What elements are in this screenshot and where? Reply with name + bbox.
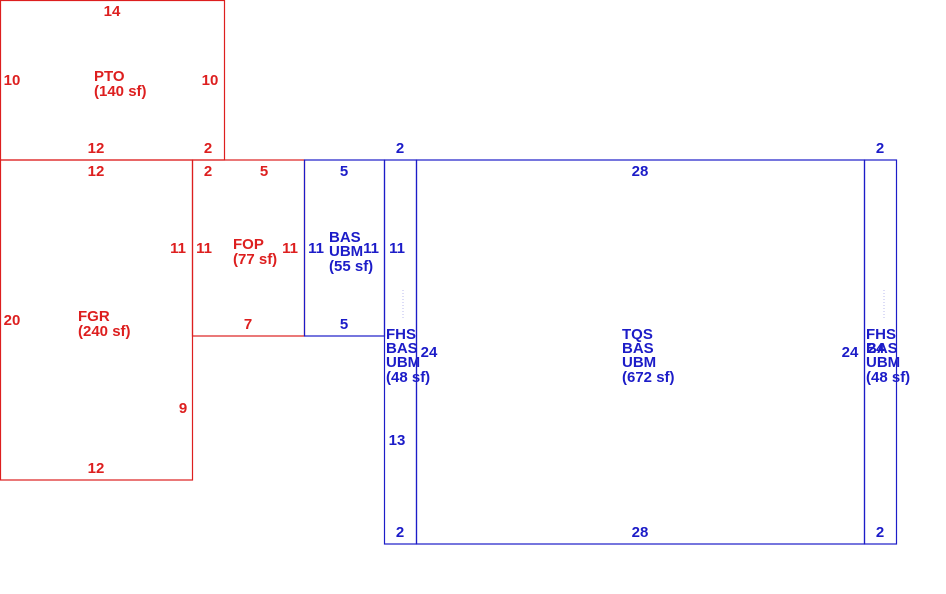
area-label-bas-small: BAS UBM (55 sf): [329, 229, 373, 275]
area-label-pto: PTO (140 sf): [94, 68, 147, 100]
dim-pto-bottom-right: 2: [204, 140, 212, 157]
dim-fop-right: 11: [282, 240, 298, 257]
dim-fop-top-left: 2: [204, 163, 212, 180]
dim-fgr-top: 12: [88, 163, 105, 180]
dim-fhs-left-top: 2: [396, 140, 404, 157]
dim-bas-top: 5: [340, 163, 348, 180]
dim-tqs-top: 28: [632, 163, 649, 180]
dim-pto-bottom: 12: [88, 140, 105, 157]
fhs-right-outline: [863, 159, 898, 545]
dim-fop-bottom: 7: [244, 316, 252, 333]
area-label-fhs-left: FHS BAS UBM (48 sf): [386, 326, 430, 386]
dim-fgr-left: 20: [4, 312, 21, 329]
dim-fgr-right-upper: 11: [170, 240, 186, 257]
area-label-fgr: FGR (240 sf): [78, 308, 131, 340]
area-label-tqs: TQS BAS UBM (672 sf): [622, 326, 675, 386]
dim-pto-left: 10: [4, 72, 21, 89]
dim-bas-right: 11: [363, 240, 379, 257]
dim-fhs-left-upper: 11: [389, 240, 405, 257]
dim-fop-left: 11: [196, 240, 212, 257]
dim-fhs-right-bottom: 2: [876, 524, 884, 541]
dim-fgr-right-lower: 9: [179, 400, 187, 417]
dim-bas-left: 11: [308, 240, 324, 257]
dim-tqs-bottom: 28: [632, 524, 649, 541]
dim-fop-top: 5: [260, 163, 268, 180]
dim-pto-top: 14: [104, 3, 121, 20]
dim-pto-right: 10: [202, 72, 219, 89]
dim-fhs-left-lower: 13: [389, 432, 406, 449]
dim-bas-bottom: 5: [340, 316, 348, 333]
dim-fhs-left-mid: 24: [421, 344, 438, 361]
dim-fgr-bottom: 12: [88, 460, 105, 477]
dim-fhs-right-top: 2: [876, 140, 884, 157]
area-label-fop: FOP (77 sf): [233, 236, 277, 268]
area-label-fhs-right: FHS BAS UBM (48 sf): [866, 326, 910, 386]
dim-fhs-right-mid: 24: [868, 340, 885, 357]
dim-fhs-left-bottom: 2: [396, 524, 404, 541]
dim-tqs-left: 24: [842, 344, 859, 361]
